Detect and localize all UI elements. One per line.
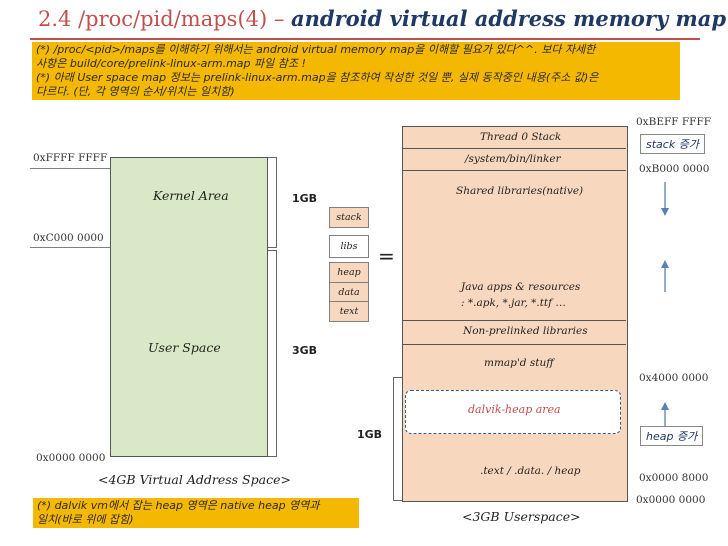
size-user-3gb: 3GB [292,344,318,357]
size-kernel-1gb: 1GB [292,192,318,205]
heap-growth-label: heap 증가 [640,426,704,446]
left-map-caption: <4GB Virtual Address Space> [98,472,291,487]
addr-mid-line [30,247,110,248]
divider [402,320,626,321]
mini-stack-data: data [329,282,369,303]
kernel-bracket [268,157,277,248]
addr-0000-0000-right: 0x0000 0000 [636,494,706,506]
mini-stack-text: text [329,301,369,322]
user-space-label: User Space [148,340,221,355]
top-note-line: (*) 아래 User space map 정보는 prelink-linux-… [36,71,599,84]
divider [402,344,626,345]
region-dalvik-heap: dalvik-heap area [468,403,561,416]
addr-0000-0000-left: 0x0000 0000 [36,452,106,464]
title-prefix: 2.4 /proc/pid/maps(4) – [38,7,292,31]
divider [402,170,626,171]
stack-growth-label: stack 증가 [640,134,705,154]
top-note-line: (*) /proc/<pid>/maps를 이해하기 위해서는 android … [36,43,596,56]
top-note-line: 사항은 build/core/prelink-linux-arm.map 파일 … [36,57,306,70]
addr-4000-0000: 0x4000 0000 [639,372,709,384]
divider [402,148,626,149]
addr-c000-0000: 0xC000 0000 [33,232,104,244]
stack-up-arrow-icon [661,260,669,292]
mini-stack-heap: heap [329,262,369,283]
page-title: 2.4 /proc/pid/maps(4) – android virtual … [38,6,726,31]
addr-ffff-ffff: 0xFFFF FFFF [33,152,108,164]
size-heap-1gb: 1GB [357,428,383,441]
addr-0000-8000: 0x0000 8000 [639,472,709,484]
addr-b000-0000: 0xB000 0000 [639,163,710,175]
top-note: (*) /proc/<pid>/maps를 이해하기 위해서는 android … [32,42,680,100]
user-space-block [110,248,268,457]
userspace-box [402,126,628,502]
bottom-note-line: (*) dalvik vm에서 잡는 heap 영역은 native heap … [37,499,320,512]
equals-sign: = [378,244,395,268]
stack-down-arrow-icon [661,182,669,216]
region-java-apps: Java apps & resources [461,281,581,293]
bottom-note-line: 일치(바로 위에 잡힘) [37,513,134,526]
title-underline [30,38,700,40]
right-map-caption: <3GB Userspace> [462,509,581,524]
region-thread0-stack: Thread 0 Stack [480,131,562,143]
region-mmap-stuff: mmap'd stuff [484,357,554,369]
region-nonprelinked-libs: Non-prelinked libraries [463,325,588,337]
region-linker: /system/bin/linker [465,153,561,165]
mini-stack-stack: stack [329,207,369,228]
title-emphasis: android virtual address memory map [291,6,727,31]
user-bracket [268,250,277,457]
heap-up-arrow-icon [661,402,669,426]
mini-stack-libs: libs [329,235,369,258]
region-java-resources: : *.apk, *.jar, *.ttf … [461,297,566,309]
dalvik-heap-box [405,390,621,434]
heap-bracket [393,377,402,501]
region-shared-libs: Shared libraries(native) [456,185,584,197]
addr-top-line [30,168,110,169]
addr-beff-ffff: 0xBEFF FFFF [636,116,712,128]
kernel-area-block [110,157,268,249]
bottom-note: (*) dalvik vm에서 잡는 heap 영역은 native heap … [33,498,359,528]
top-note-line: 다르다. (단, 각 영역의 순서/위치는 일치함) [36,85,235,98]
kernel-area-label: Kernel Area [153,188,229,203]
region-text-data-heap: .text / .data. / heap [480,465,581,477]
